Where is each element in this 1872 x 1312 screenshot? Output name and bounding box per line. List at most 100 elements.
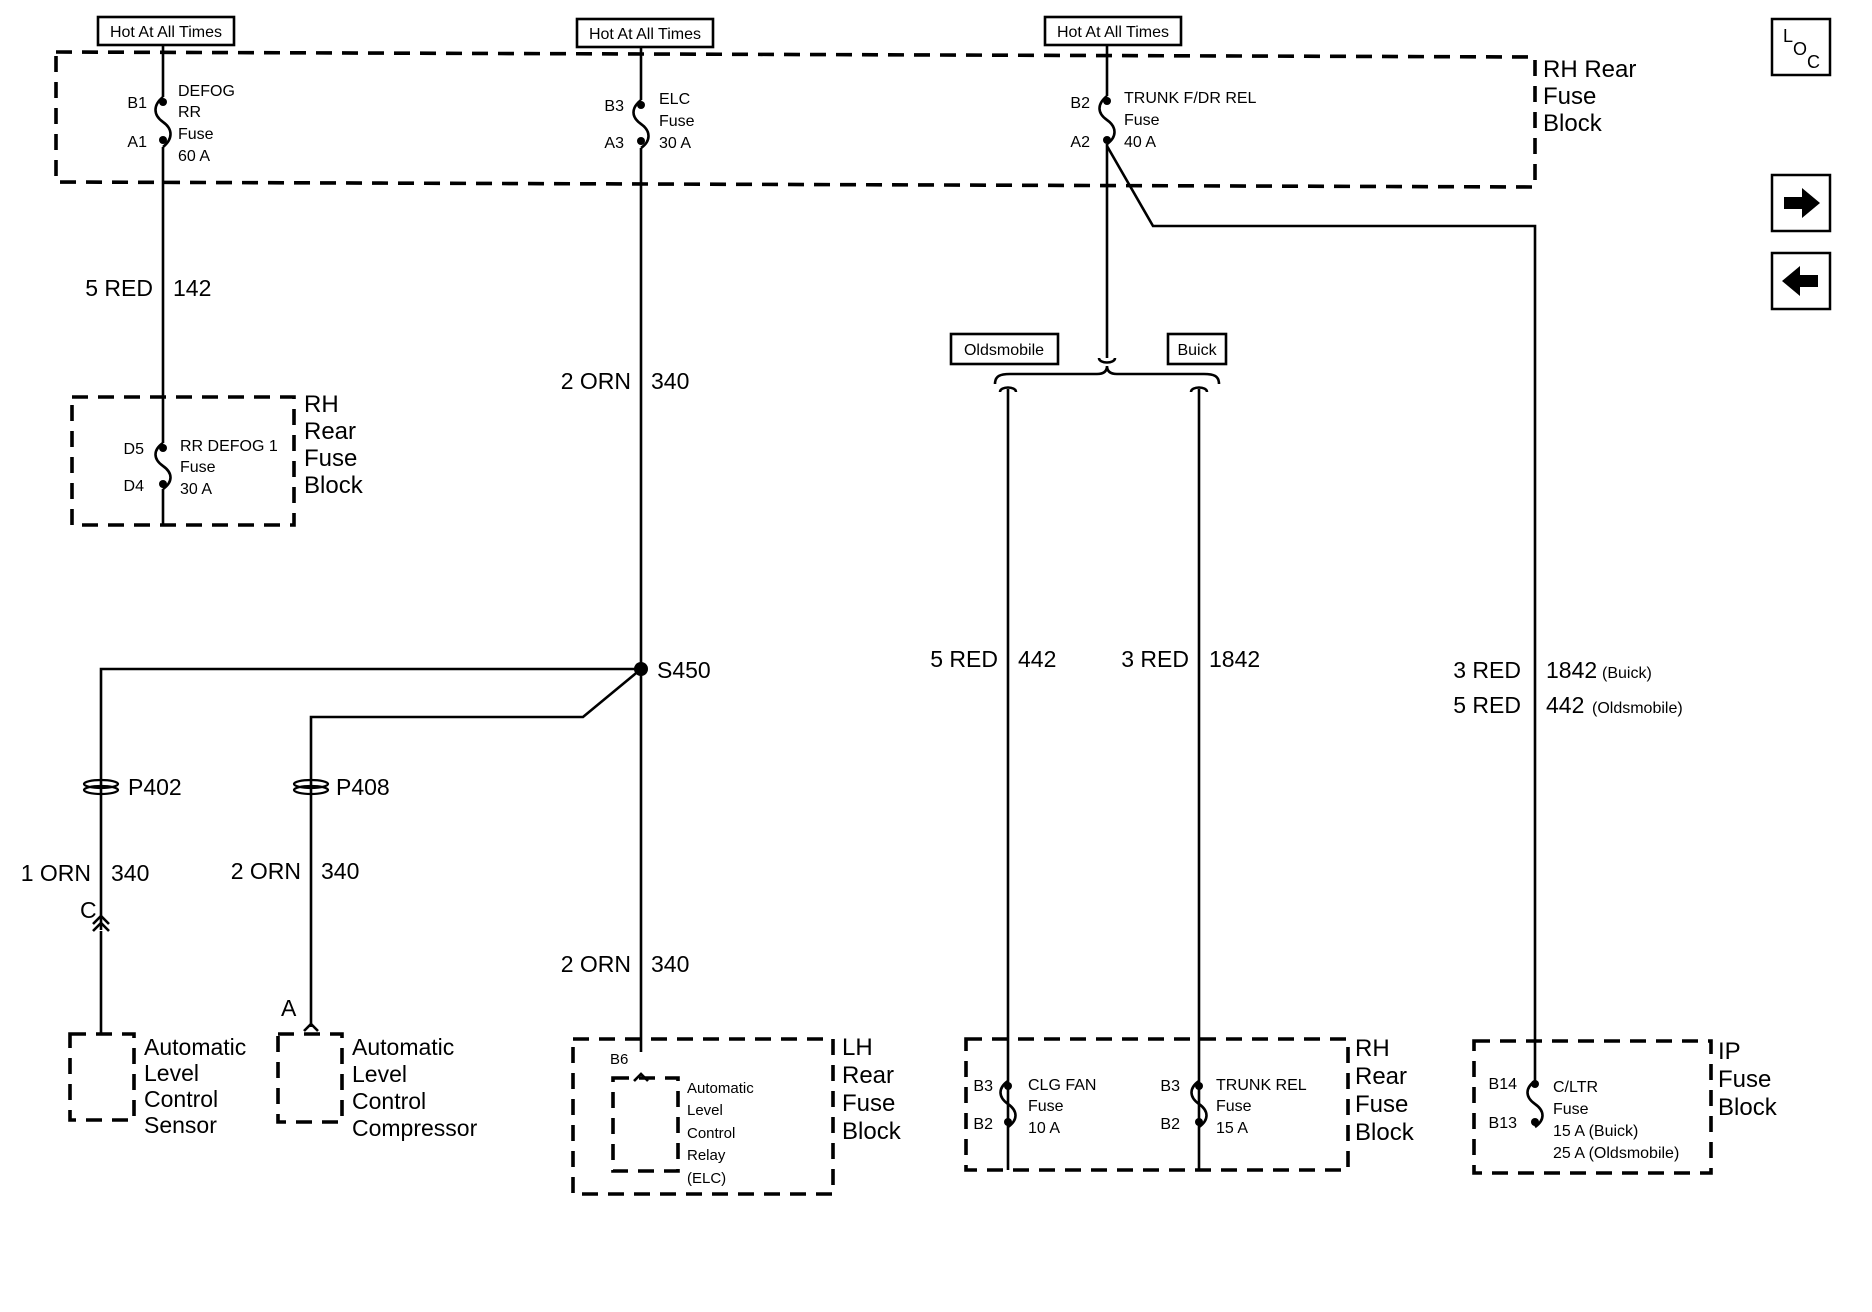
wire-340-compressor-circuit: 340: [321, 858, 359, 884]
pin-c-chevron: [92, 914, 110, 932]
alc-sensor-line-1: Automatic: [144, 1034, 246, 1060]
relay-line-3: Control: [687, 1125, 735, 1142]
arrow-left-icon: [1782, 266, 1818, 296]
alc-compressor-line-4: Compressor: [352, 1115, 478, 1141]
hot-label-2: Hot At All Times: [575, 17, 715, 49]
relay-line-4: Relay: [687, 1147, 726, 1164]
wire-1842-gauge: 3 RED: [1121, 646, 1189, 672]
relay-line-1: Automatic: [687, 1080, 754, 1097]
wire-340-compressor-gauge: 2 ORN: [231, 858, 301, 884]
wire-cltr: [1105, 145, 1537, 1040]
trunk-fdr-pin-in: B2: [1070, 95, 1090, 112]
elc-fuse-terminal-out: [637, 137, 645, 145]
trunk-rel-line-2: Fuse: [1216, 1098, 1252, 1115]
defog-rr-line-3: Fuse: [178, 126, 214, 143]
hot-label-3: Hot At All Times: [1043, 15, 1183, 47]
hot-label-1-text: Hot At All Times: [110, 24, 222, 41]
lh-block-label-1: LH: [842, 1034, 873, 1061]
trunk-fdr-line-3: 40 A: [1124, 134, 1156, 151]
ip-block-label-3: Block: [1718, 1094, 1778, 1121]
defog-rr-line-2: RR: [178, 104, 201, 121]
clg-fan-fuse-symbol: [999, 1079, 1017, 1129]
cltr-pin-out: B13: [1489, 1115, 1518, 1132]
rh-rear-left-label-4: Block: [304, 472, 364, 499]
wire-340-sensor: [99, 667, 641, 930]
pin-c-label: C: [80, 897, 97, 923]
relay-pin-label: B6: [610, 1051, 628, 1068]
connector-p402: P402: [82, 774, 182, 800]
elc-line-3: 30 A: [659, 135, 691, 152]
rh-rear-fuse-block-left: D5 D4 RR DEFOG 1 Fuse 30 A RH Rear Fuse …: [70, 391, 364, 527]
trunk-fdr-line-2: Fuse: [1124, 112, 1160, 129]
cltr-line-4: 25 A (Oldsmobile): [1553, 1145, 1679, 1162]
wire-340-sensor-circuit: 340: [111, 860, 149, 886]
cltr-line-1: C/LTR: [1553, 1079, 1598, 1096]
alc-compressor-line-3: Control: [352, 1088, 426, 1114]
trunk-rel-line-1: TRUNK REL: [1216, 1077, 1307, 1094]
lh-rear-fuse-block: B6 Automatic Level Control Relay (ELC) L…: [571, 1034, 902, 1196]
loc-button-c: C: [1807, 52, 1820, 72]
rh-rear-fuse-block-bottom: B3 B2 CLG FAN Fuse 10 A B3 B2 TRUNK REL …: [964, 1035, 1415, 1172]
defog-rr-fuse-terminal-in: [159, 98, 167, 106]
wire-cltr-circuit-b: 442: [1546, 692, 1584, 718]
cltr-pin-in: B14: [1489, 1076, 1518, 1093]
rh-rear-bottom-label-2: Rear: [1355, 1063, 1407, 1090]
trunk-rel-terminal-out: [1195, 1118, 1203, 1126]
trunk-rel-pin-in: B3: [1160, 1078, 1180, 1095]
defog-rr-line-4: 60 A: [178, 148, 210, 165]
clg-fan-terminal-in: [1004, 1082, 1012, 1090]
hot-label-2-text: Hot At All Times: [589, 26, 701, 43]
alc-compressor: Automatic Level Control Compressor: [276, 1032, 478, 1141]
wire-142-gauge: 5 RED: [85, 275, 153, 301]
wire-442-circuit: 442: [1018, 646, 1056, 672]
clg-fan-line-3: 10 A: [1028, 1120, 1060, 1137]
alc-sensor: Automatic Level Control Sensor: [68, 1032, 246, 1138]
rh-rear-left-label-2: Rear: [304, 418, 356, 445]
cltr-line-3: 15 A (Buick): [1553, 1123, 1638, 1140]
elc-fuse-terminal-in: [637, 101, 645, 109]
pin-a-chevron: [303, 1022, 319, 1032]
trunk-fdr-terminal-in: [1103, 97, 1111, 105]
rh-rear-fuse-block-top-label-2: Fuse: [1543, 83, 1596, 110]
connector-p408: P408: [292, 774, 390, 800]
trunk-rel-fuse-symbol: [1190, 1079, 1208, 1129]
rr-defog1-line-3: 30 A: [180, 481, 212, 498]
oldsmobile-break: [998, 386, 1018, 393]
buick-break: [1189, 386, 1209, 393]
alc-compressor-line-1: Automatic: [352, 1034, 454, 1060]
next-page-button[interactable]: [1770, 173, 1832, 233]
ip-fuse-block: B14 B13 C/LTR Fuse 15 A (Buick) 25 A (Ol…: [1472, 1038, 1778, 1175]
wire-340-main-circuit: 340: [651, 368, 689, 394]
clg-fan-pin-in: B3: [973, 1078, 993, 1095]
loc-button[interactable]: L O C: [1770, 17, 1832, 77]
cltr-terminal-in: [1531, 1080, 1539, 1088]
lh-block-label-3: Fuse: [842, 1090, 895, 1117]
arrow-right-icon: [1784, 188, 1820, 218]
trunk-rel-pin-out: B2: [1160, 1116, 1180, 1133]
relay-line-5: (ELC): [687, 1170, 726, 1187]
rh-rear-bottom-label-1: RH: [1355, 1035, 1390, 1062]
cltr-line-2: Fuse: [1553, 1101, 1589, 1118]
elc-fuse: B3 A3 ELC Fuse 30 A: [604, 47, 695, 152]
option-buick-label: Buick: [1177, 342, 1217, 359]
wire-340-main-gauge: 2 ORN: [561, 368, 631, 394]
wire-cltr-gauge-a: 3 RED: [1453, 657, 1521, 683]
relay-pin-chevron: [633, 1072, 649, 1082]
rh-rear-bottom-label-3: Fuse: [1355, 1091, 1408, 1118]
lh-block-label-4: Block: [842, 1118, 902, 1145]
trunk-fdr-line-1: TRUNK F/DR REL: [1124, 90, 1257, 107]
elc-line-2: Fuse: [659, 113, 695, 130]
relay-line-2: Level: [687, 1102, 723, 1119]
alc-sensor-line-2: Level: [144, 1060, 199, 1086]
previous-page-button[interactable]: [1770, 251, 1832, 311]
rh-rear-fuse-block-top-label-3: Block: [1543, 110, 1603, 137]
option-buick: Buick: [1166, 332, 1228, 366]
trunk-rel-line-3: 15 A: [1216, 1120, 1248, 1137]
defog-rr-fuse: B1 A1 DEFOG RR Fuse 60 A: [127, 45, 235, 165]
defog-rr-line-1: DEFOG: [178, 83, 235, 100]
alc-sensor-line-3: Control: [144, 1086, 218, 1112]
wire-340-relay-circuit: 340: [651, 951, 689, 977]
connector-p408-label: P408: [336, 774, 390, 800]
splice-s450-label: S450: [657, 657, 711, 683]
